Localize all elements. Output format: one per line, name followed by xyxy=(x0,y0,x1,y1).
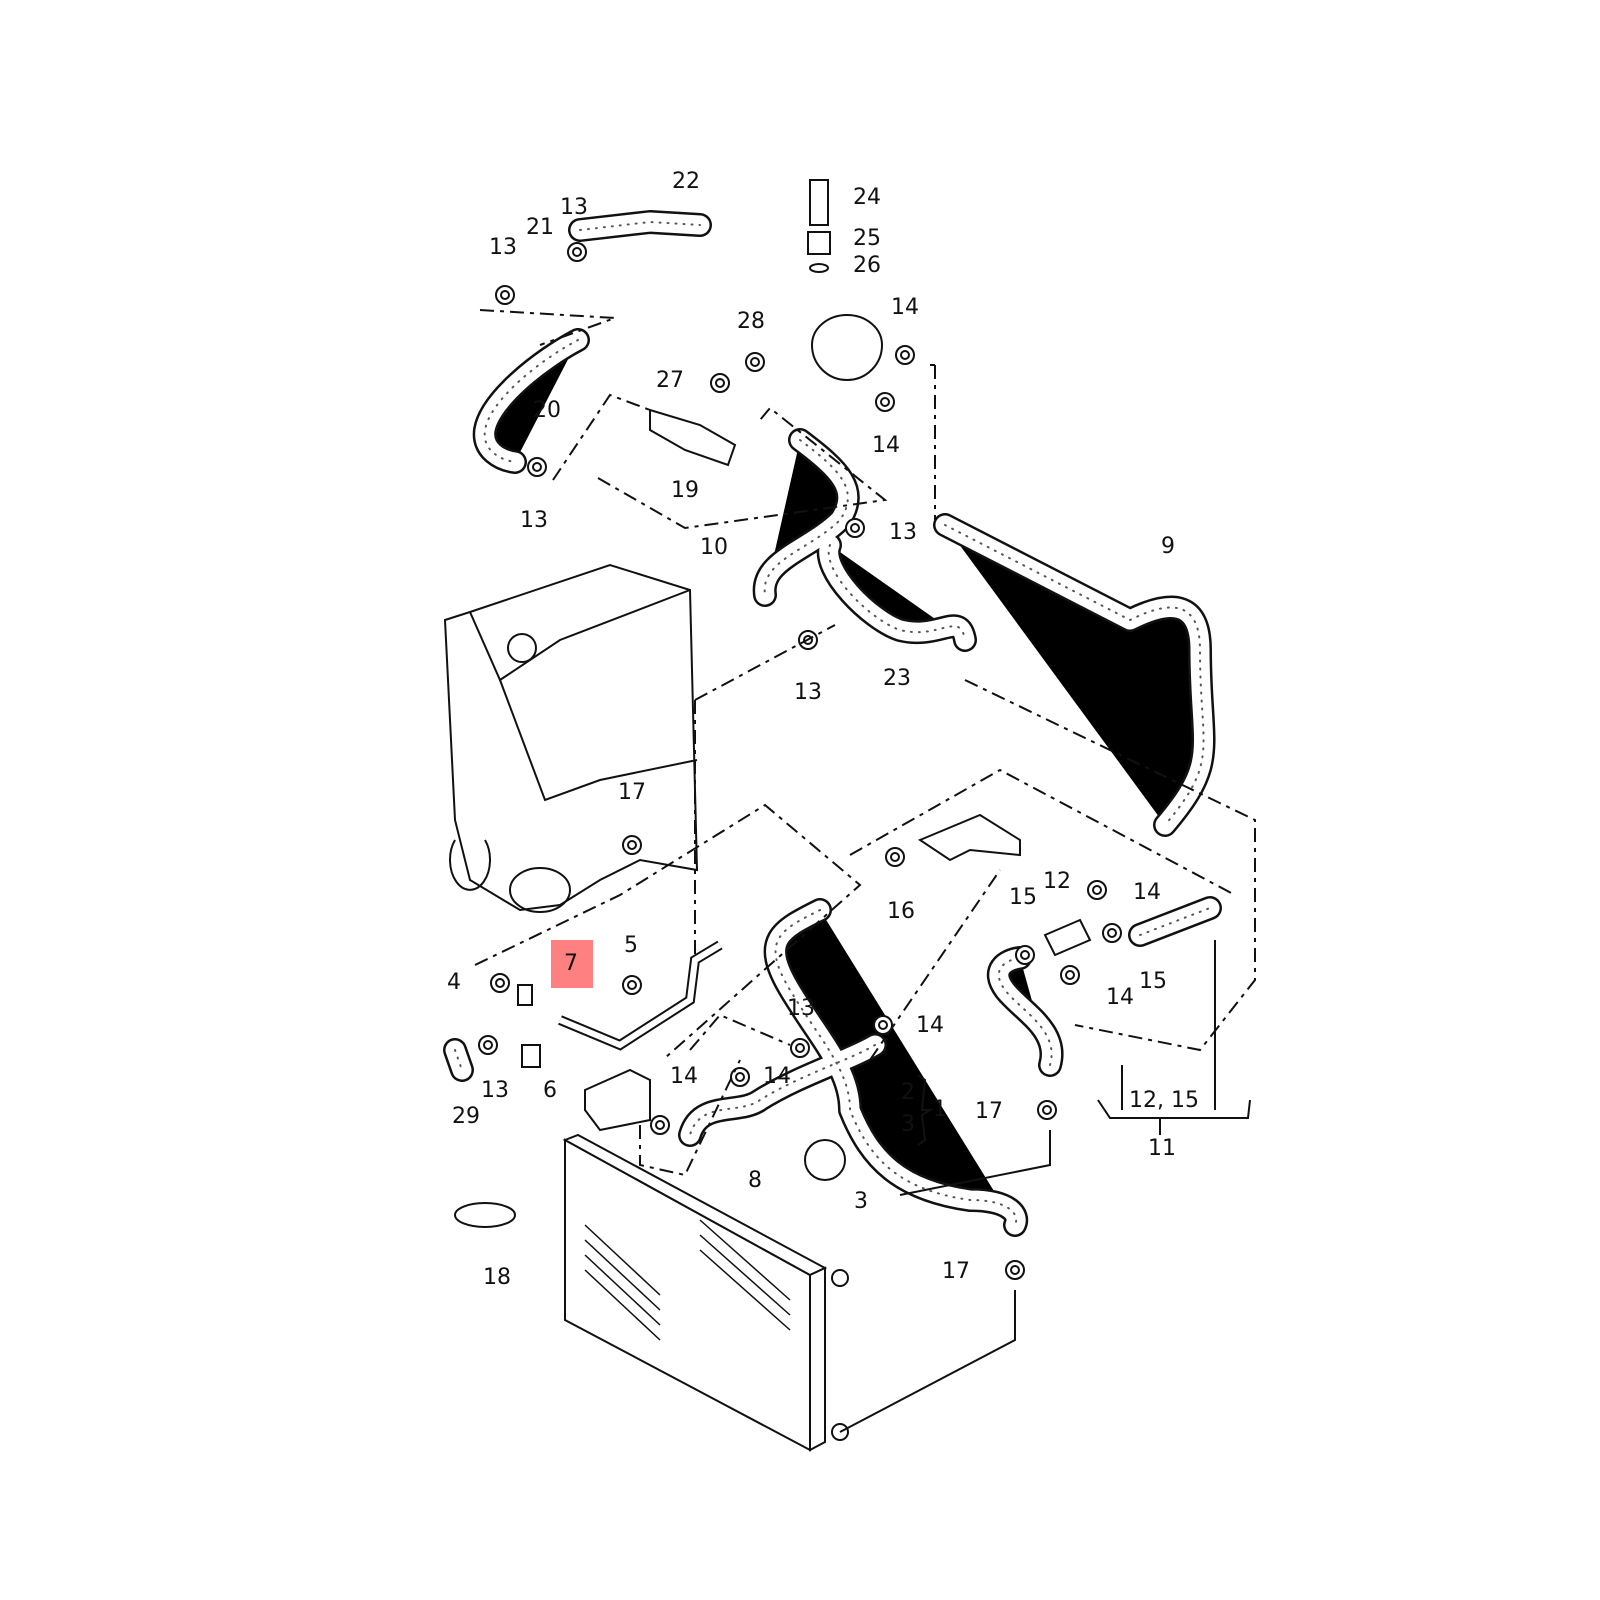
label-13: 13 xyxy=(520,508,548,533)
label-15: 15 xyxy=(1139,969,1167,994)
label-1: 1 xyxy=(933,1097,947,1122)
label-19: 19 xyxy=(671,478,699,503)
label-14: 14 xyxy=(872,433,900,458)
label-13: 13 xyxy=(489,235,517,260)
label-28: 28 xyxy=(737,309,765,334)
label-4: 4 xyxy=(447,970,461,995)
part-labels: 22 24 25 26 13 21 13 28 14 27 20 14 19 1… xyxy=(447,169,1199,1290)
label-20: 20 xyxy=(533,398,561,423)
dashed-group-lines xyxy=(474,309,1256,1433)
engine-block xyxy=(443,563,699,913)
label-7-highlighted: 7 xyxy=(564,951,578,976)
label-14: 14 xyxy=(1133,880,1161,905)
label-10: 10 xyxy=(700,535,728,560)
label-11: 11 xyxy=(1148,1136,1176,1161)
label-27: 27 xyxy=(656,368,684,393)
label-13: 13 xyxy=(787,996,815,1021)
label-12-15: 12, 15 xyxy=(1129,1088,1199,1113)
label-3: 3 xyxy=(901,1112,915,1137)
label-26: 26 xyxy=(853,253,881,278)
label-18: 18 xyxy=(483,1265,511,1290)
highlight-part-7 xyxy=(551,940,593,988)
label-13: 13 xyxy=(560,195,588,220)
label-21: 21 xyxy=(526,215,554,240)
label-17: 17 xyxy=(942,1259,970,1284)
label-15: 15 xyxy=(1009,885,1037,910)
label-17: 17 xyxy=(975,1099,1003,1124)
label-13: 13 xyxy=(481,1078,509,1103)
label-22: 22 xyxy=(672,169,700,194)
small-parts xyxy=(454,179,1122,1280)
label-14: 14 xyxy=(891,295,919,320)
hoses xyxy=(455,222,1210,1225)
label-14: 14 xyxy=(916,1013,944,1038)
label-14: 14 xyxy=(763,1064,791,1089)
label-23: 23 xyxy=(883,666,911,691)
label-6: 6 xyxy=(543,1078,557,1103)
label-29: 29 xyxy=(452,1104,480,1129)
label-9: 9 xyxy=(1161,534,1175,559)
label-13: 13 xyxy=(794,680,822,705)
label-3: 3 xyxy=(854,1189,868,1214)
label-8: 8 xyxy=(748,1168,762,1193)
label-14: 14 xyxy=(670,1064,698,1089)
label-17: 17 xyxy=(618,780,646,805)
label-2: 2 xyxy=(901,1080,915,1105)
label-12: 12 xyxy=(1043,869,1071,894)
label-5: 5 xyxy=(624,933,638,958)
label-25: 25 xyxy=(853,226,881,251)
label-24: 24 xyxy=(853,185,881,210)
radiator xyxy=(562,1133,849,1452)
label-13: 13 xyxy=(889,520,917,545)
label-16: 16 xyxy=(887,899,915,924)
label-14: 14 xyxy=(1106,985,1134,1010)
